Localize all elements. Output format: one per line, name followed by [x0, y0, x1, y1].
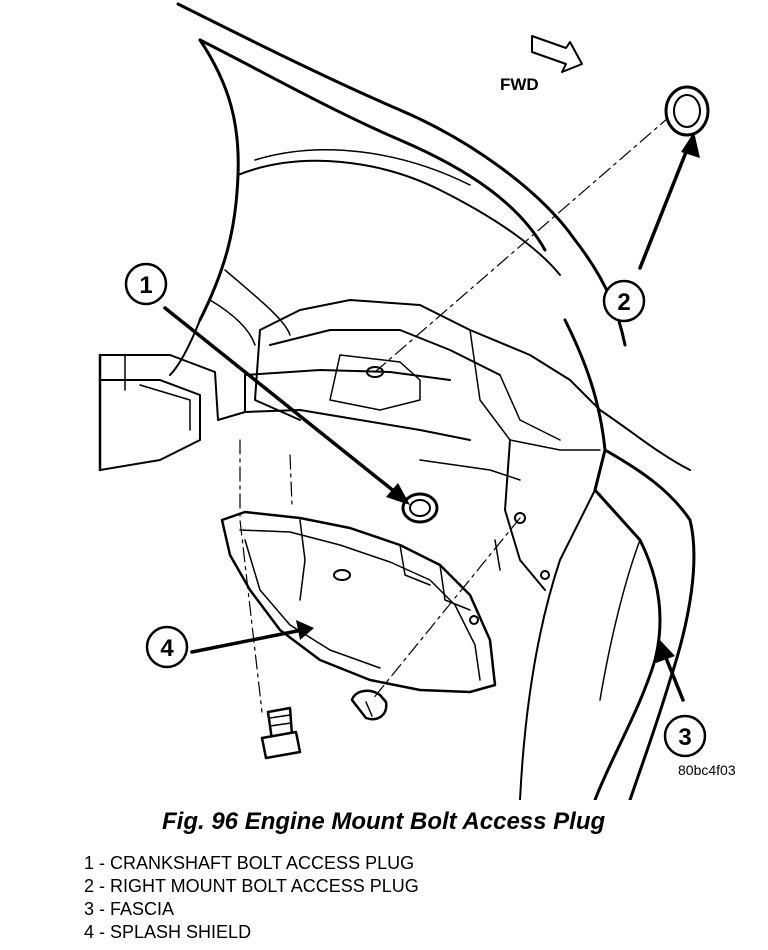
legend-item-1: 1 - CRANKSHAFT BOLT ACCESS PLUG	[84, 853, 415, 873]
leader-arrow-4	[190, 628, 304, 654]
figure-caption: Fig. 96 Engine Mount Bolt Access Plug	[162, 808, 606, 835]
callout-3-number: 3	[678, 724, 691, 751]
legend-item-2: 2 - RIGHT MOUNT BOLT ACCESS PLUG	[84, 876, 419, 896]
arrowheads	[296, 132, 700, 663]
inner-fender-panel	[254, 299, 601, 591]
right-mount-plug	[664, 85, 710, 137]
splash-shield	[220, 510, 497, 694]
callout-2-number: 2	[617, 289, 630, 316]
fascia	[519, 318, 696, 800]
alignment-lines	[239, 117, 669, 713]
crossmember	[98, 353, 471, 472]
leader-arrows	[163, 140, 692, 702]
callout-2: 2	[602, 279, 646, 323]
image-code: 80bc4f03	[678, 762, 736, 778]
arrowhead-3	[656, 638, 675, 663]
leader-arrow-2	[638, 140, 692, 270]
leader-arrow-1	[163, 306, 402, 498]
legend-item-4: 4 - SPLASH SHIELD	[84, 922, 252, 942]
fwd-arrow-icon	[531, 35, 583, 73]
callout-4: 4	[145, 625, 189, 669]
crankshaft-plug	[401, 492, 439, 524]
callout-3: 3	[663, 714, 707, 758]
fwd-label: FWD	[500, 75, 539, 94]
engine-mount-diagram: 1 2 3 4	[98, 2, 710, 800]
arrowhead-2	[681, 132, 700, 158]
bolt	[260, 706, 302, 760]
wheel-well-arch	[169, 2, 627, 376]
arrowhead-1	[386, 483, 410, 505]
legend-item-3: 3 - FASCIA	[84, 899, 175, 919]
callout-4-number: 4	[160, 635, 174, 662]
callout-legend: 1 - CRANKSHAFT BOLT ACCESS PLUG 2 - RIGH…	[84, 852, 419, 944]
callout-1-number: 1	[139, 272, 152, 299]
arrowhead-4	[296, 620, 314, 640]
push-pin-fastener	[350, 689, 388, 721]
callout-1: 1	[124, 262, 168, 306]
